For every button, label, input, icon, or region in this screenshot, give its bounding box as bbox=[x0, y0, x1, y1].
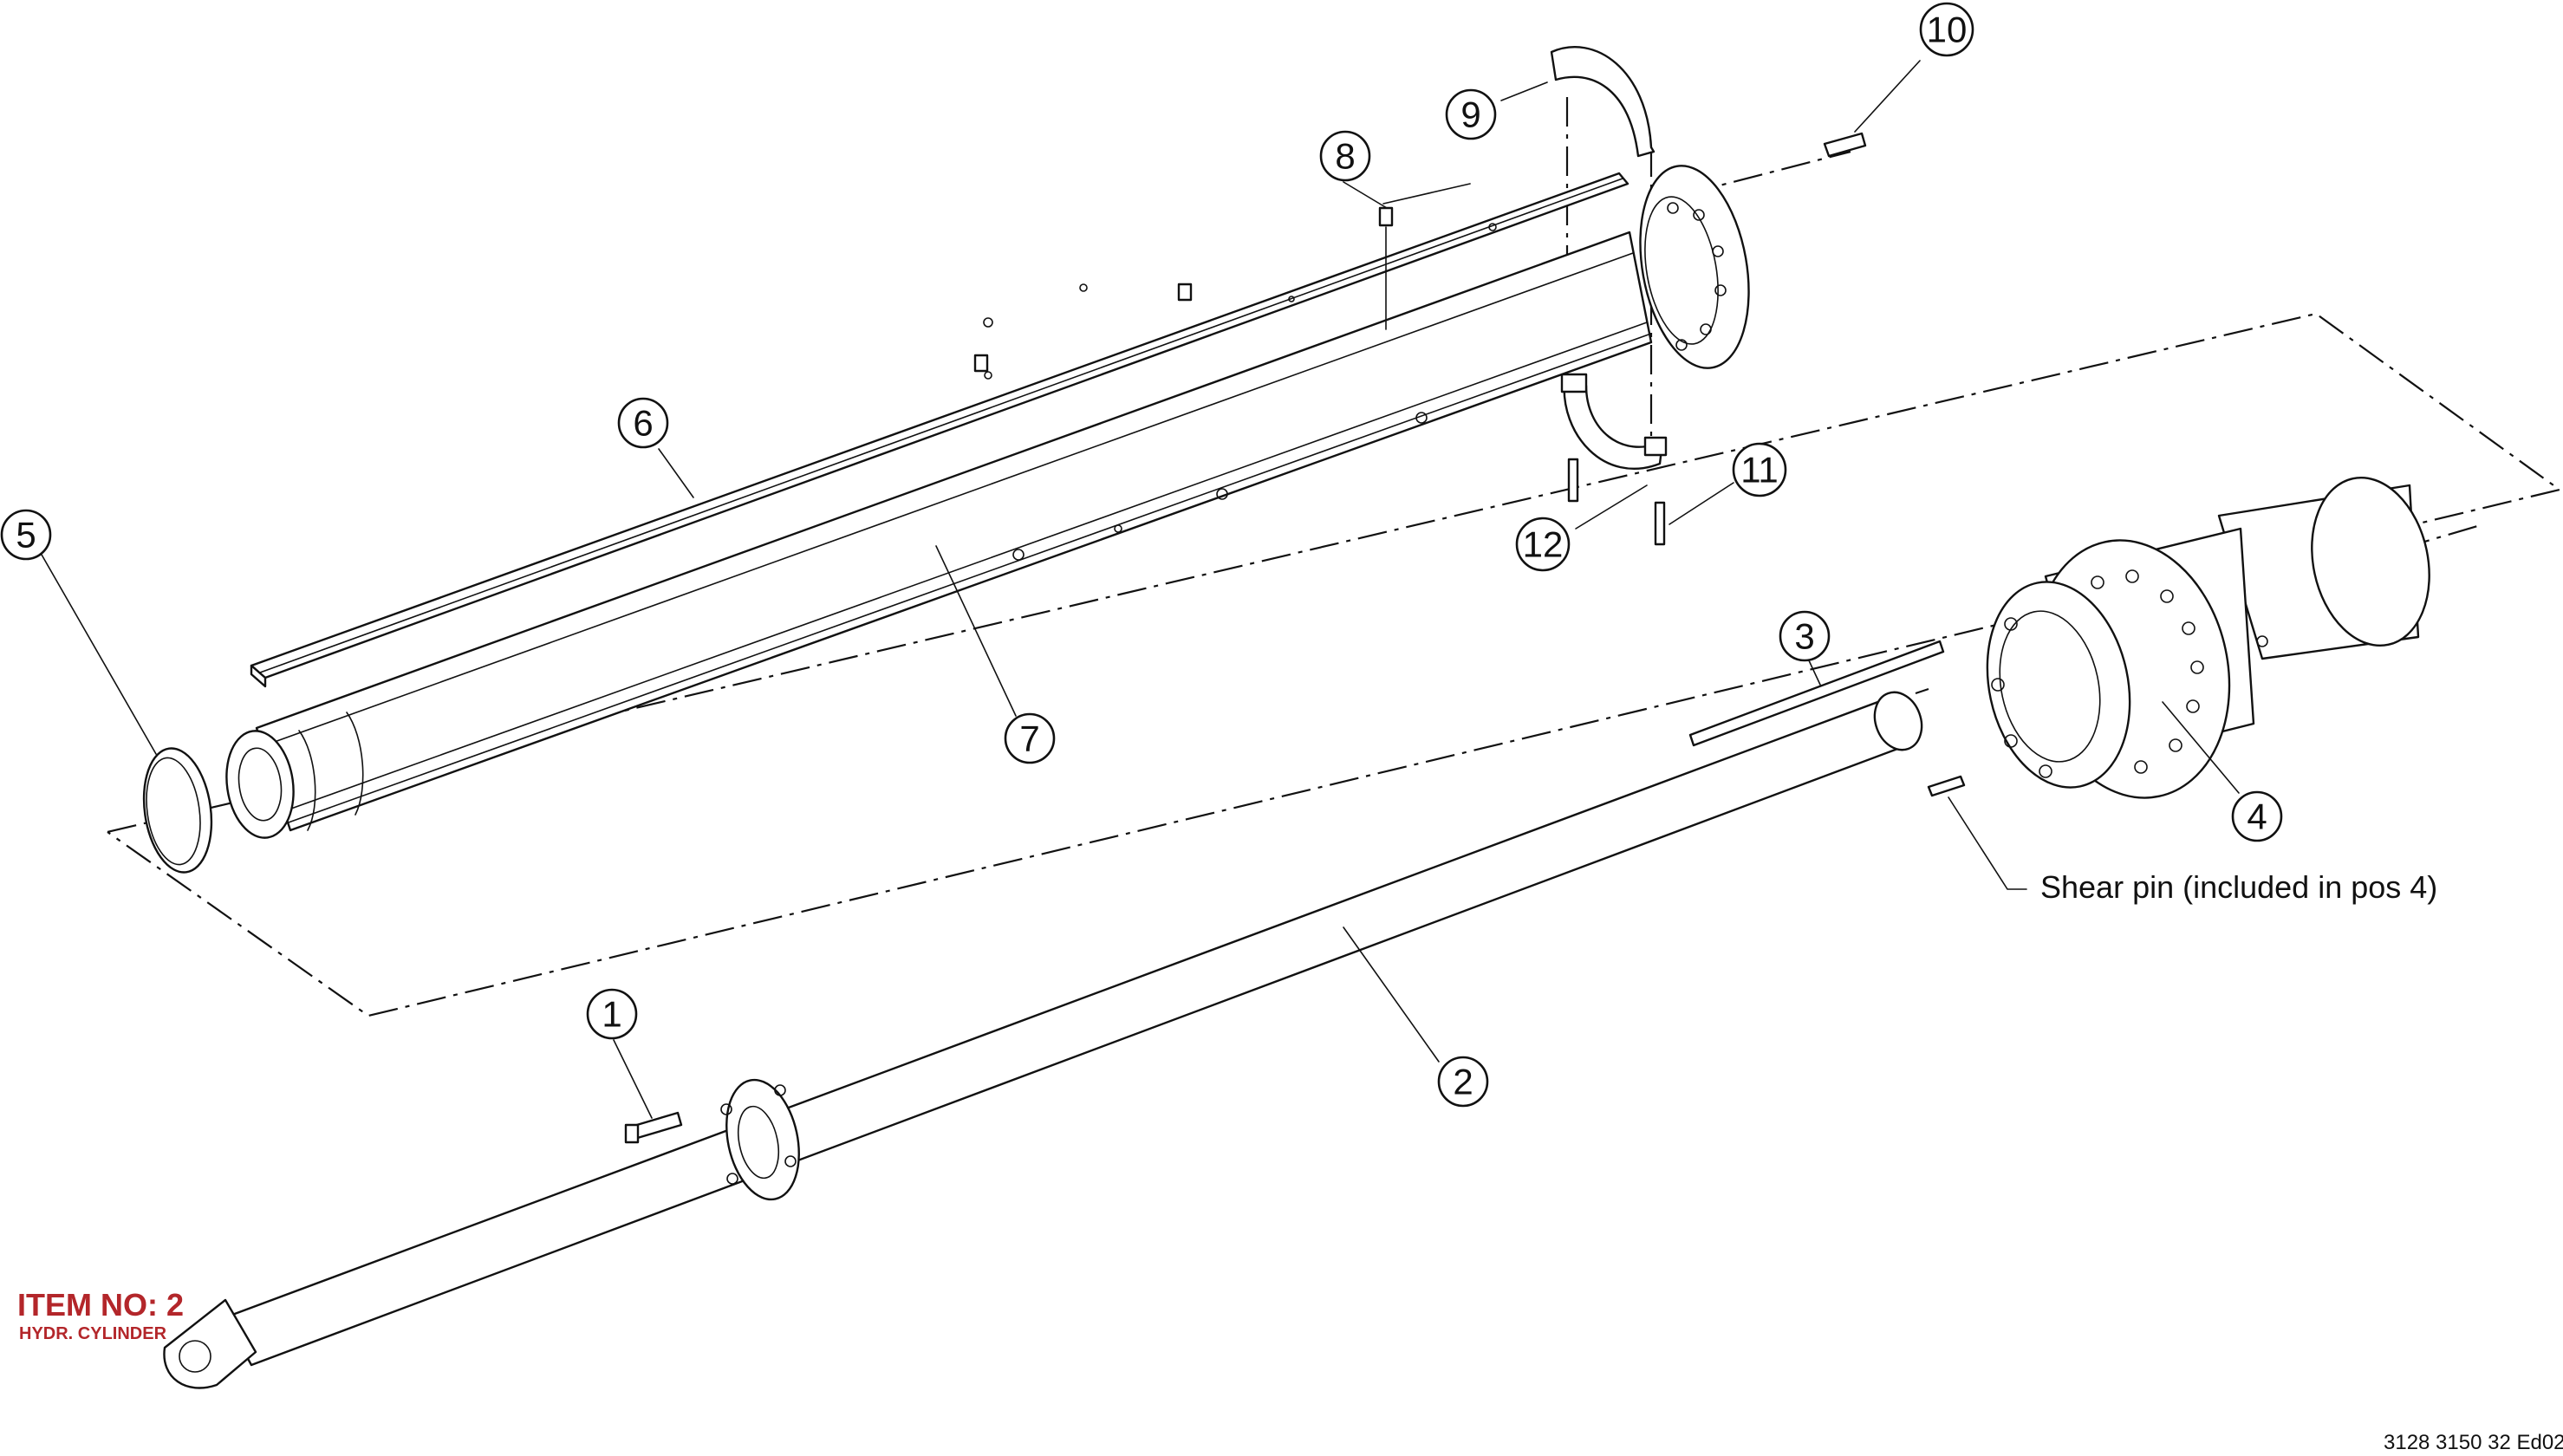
part-11-bolts bbox=[1567, 458, 1666, 546]
callout-9: 9 bbox=[1445, 88, 1497, 140]
callout-8-label: 8 bbox=[1335, 136, 1355, 177]
callout-12: 12 bbox=[1515, 517, 1571, 572]
callout-9-label: 9 bbox=[1460, 94, 1480, 135]
callout-6-label: 6 bbox=[633, 403, 653, 444]
part-2-piston-rod bbox=[163, 691, 1923, 1389]
callout-10-label: 10 bbox=[1927, 10, 1968, 50]
callout-7: 7 bbox=[1004, 712, 1056, 764]
part-5-seal-ring bbox=[142, 747, 213, 874]
callout-4: 4 bbox=[2231, 790, 2283, 842]
callout-5-label: 5 bbox=[16, 515, 36, 556]
drawing-number: 3128 3150 32 Ed02 bbox=[2384, 1431, 2563, 1454]
part-10-pin bbox=[1823, 132, 1867, 158]
callout-3-label: 3 bbox=[1794, 616, 1814, 657]
callout-12-label: 12 bbox=[1523, 524, 1564, 565]
part-12-lower-half-clamp bbox=[1560, 373, 1668, 470]
part-3-key-strip bbox=[1688, 640, 1945, 747]
callout-3: 3 bbox=[1779, 610, 1831, 662]
part-1-bolt bbox=[624, 1111, 683, 1144]
center-line-lower bbox=[1915, 687, 1929, 695]
item-number-label: ITEM NO: 2 bbox=[17, 1287, 184, 1323]
leader-lines bbox=[41, 60, 2240, 1119]
shear-pin-note: Shear pin (included in pos 4) bbox=[2040, 869, 2437, 905]
callout-7-label: 7 bbox=[1019, 718, 1039, 759]
callout-1: 1 bbox=[586, 988, 638, 1040]
callout-5: 5 bbox=[0, 509, 52, 561]
explosion-boundary bbox=[107, 312, 2562, 1017]
callout-1-label: 1 bbox=[602, 994, 621, 1035]
part-7-outer-tube bbox=[225, 165, 1750, 839]
item-description: HYDR. CYLINDER bbox=[19, 1324, 167, 1343]
callout-6: 6 bbox=[617, 397, 669, 449]
part-9-upper-half-clamp bbox=[1550, 46, 1656, 158]
callout-11: 11 bbox=[1732, 442, 1787, 497]
callout-10: 10 bbox=[1919, 2, 1974, 57]
callout-2: 2 bbox=[1437, 1056, 1489, 1108]
shear-pin bbox=[1927, 775, 1966, 797]
part-8-screws bbox=[973, 206, 1394, 373]
callout-4-label: 4 bbox=[2247, 796, 2267, 837]
callout-8: 8 bbox=[1319, 130, 1371, 182]
part-4-cylinder-head bbox=[1986, 476, 2430, 799]
part-6-guide-rail bbox=[250, 172, 1630, 688]
callout-2-label: 2 bbox=[1453, 1062, 1473, 1102]
callout-11-label: 11 bbox=[1740, 450, 1779, 491]
